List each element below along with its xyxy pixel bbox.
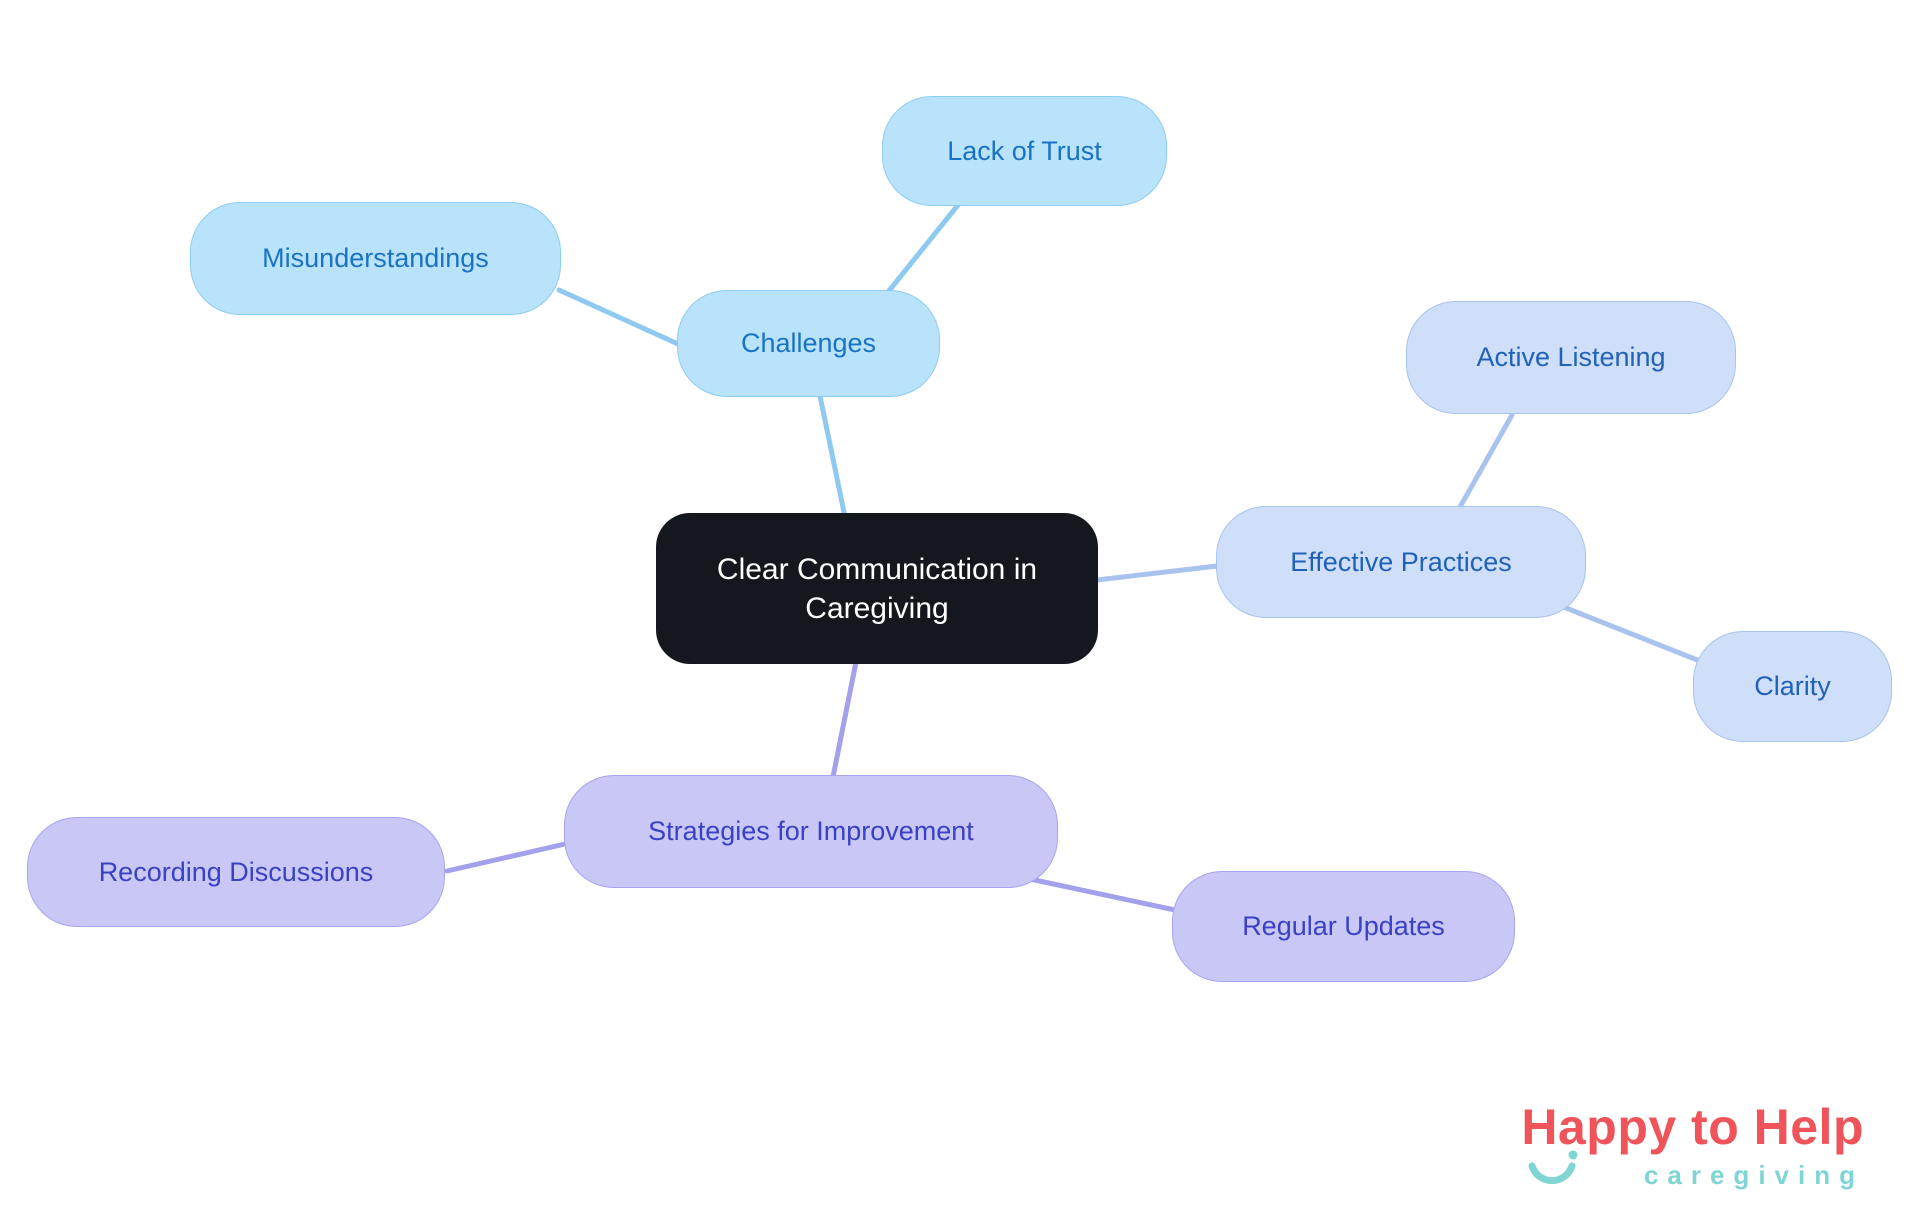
node-recording-discussions: Recording Discussions xyxy=(27,817,445,927)
brand-logo-title: Happy to Help xyxy=(1521,1099,1864,1155)
node-center-label: Clear Communication in Caregiving xyxy=(716,552,1038,625)
node-challenges: Challenges xyxy=(677,290,940,397)
edge-center-challenges xyxy=(817,393,848,520)
node-misunderstandings: Misunderstandings xyxy=(190,202,561,315)
node-regular-updates: Regular Updates xyxy=(1172,871,1515,982)
node-clarity: Clarity xyxy=(1693,631,1892,742)
edge-challenges-lack-of-trust xyxy=(885,202,961,295)
node-strategies-label: Strategies for Improvement xyxy=(648,816,974,847)
node-effective-practices: Effective Practices xyxy=(1216,506,1586,618)
node-challenges-label: Challenges xyxy=(740,328,877,359)
node-center: Clear Communication in Caregiving xyxy=(656,513,1098,664)
edge-effective-practices-active-listening xyxy=(1457,412,1515,510)
node-recording-discussions-label: Recording Discussions xyxy=(98,856,374,887)
node-misunderstandings-label: Misunderstandings xyxy=(262,243,489,274)
edge-challenges-misunderstandings xyxy=(556,287,681,347)
node-clarity-label: Clarity xyxy=(1754,671,1831,702)
node-lack-of-trust: Lack of Trust xyxy=(882,96,1167,206)
brand-logo: Happy to Help caregiving xyxy=(1384,1098,1864,1191)
edge-strategies-regular-updates xyxy=(1027,876,1178,913)
edge-strategies-recording-discussions xyxy=(444,841,568,874)
node-active-listening: Active Listening xyxy=(1406,301,1736,414)
edge-center-strategies xyxy=(830,659,859,780)
node-effective-practices-label: Effective Practices xyxy=(1290,546,1512,577)
node-lack-of-trust-label: Lack of Trust xyxy=(947,135,1102,166)
brand-logo-subtitle: caregiving xyxy=(1643,1160,1864,1190)
node-strategies: Strategies for Improvement xyxy=(564,775,1058,888)
node-regular-updates-label: Regular Updates xyxy=(1242,911,1445,942)
edge-effective-practices-clarity xyxy=(1553,601,1713,668)
smile-icon xyxy=(1528,1150,1578,1185)
edge-center-effective-practices xyxy=(1094,563,1220,583)
node-active-listening-label: Active Listening xyxy=(1476,342,1666,373)
